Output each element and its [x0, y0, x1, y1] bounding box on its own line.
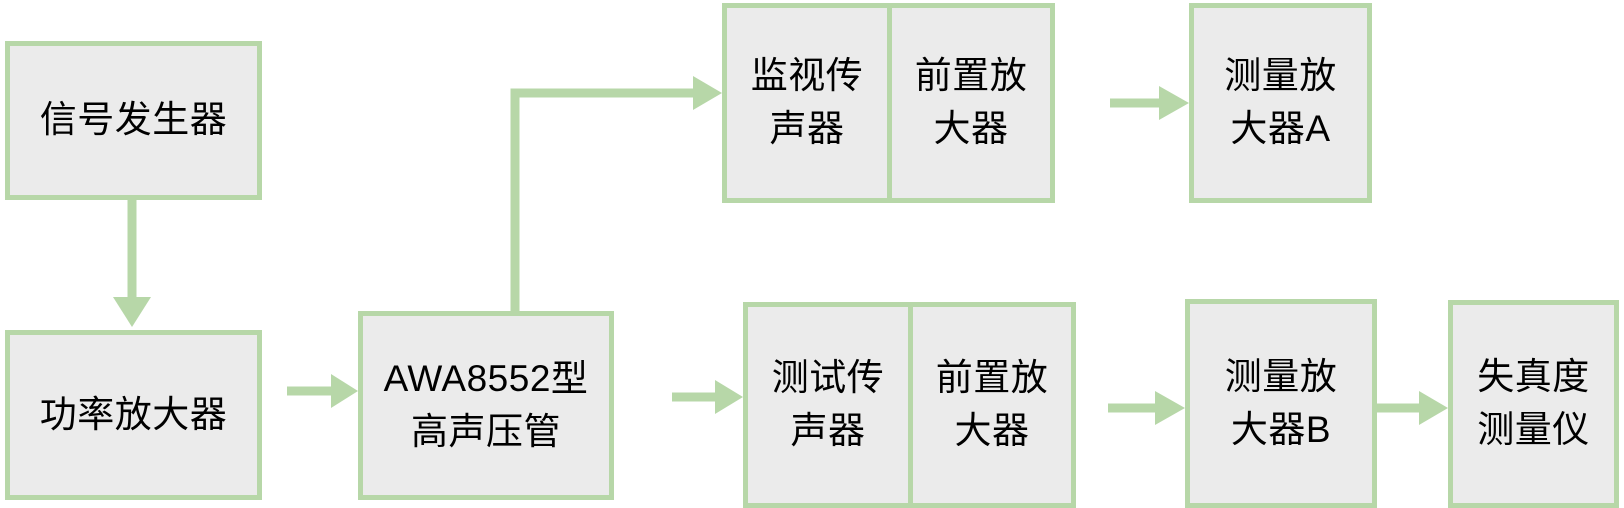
node-test-microphone[interactable]: 测试传 声器	[743, 302, 913, 508]
connector-preamplifier-bottom-to-measuring-amplifier-b	[1108, 391, 1185, 425]
node-monitor-microphone-line-1: 监视传	[750, 55, 864, 97]
node-preamplifier-bottom-line-1: 前置放	[935, 357, 1049, 399]
node-distortion-meter[interactable]: 失真度 测量仪	[1448, 300, 1619, 508]
node-measuring-amplifier-a-line-2: 大器A	[1230, 108, 1331, 149]
node-distortion-meter-line-2: 测量仪	[1477, 409, 1590, 450]
node-measuring-amplifier-b-line-2: 大器B	[1230, 408, 1332, 450]
connector-signal-generator-to-power-amplifier	[113, 200, 151, 327]
node-monitor-microphone-line-2: 声器	[769, 108, 845, 149]
connector-preamplifier-top-to-measuring-amplifier-a	[1110, 86, 1189, 120]
node-measuring-amplifier-a-line-1: 测量放	[1224, 55, 1337, 97]
node-preamplifier-top-line-2: 大器	[933, 108, 1009, 149]
node-distortion-meter-line-1: 失真度	[1477, 356, 1590, 398]
node-preamplifier-bottom-line-2: 大器	[954, 410, 1030, 451]
connector-measuring-amplifier-b-to-distortion-meter	[1377, 391, 1448, 425]
connector-power-amplifier-to-awa8552	[287, 374, 358, 408]
node-preamplifier-bottom[interactable]: 前置放 大器	[908, 302, 1076, 508]
node-preamplifier-top-line-1: 前置放	[914, 55, 1028, 97]
node-power-amplifier-line-1: 功率放大器	[39, 393, 228, 435]
node-preamplifier-top[interactable]: 前置放 大器	[887, 3, 1055, 203]
node-signal-generator[interactable]: 信号发生器	[5, 41, 262, 200]
node-monitor-microphone[interactable]: 监视传 声器	[722, 3, 892, 203]
node-awa8552-tube[interactable]: AWA8552型 高声压管	[358, 311, 614, 500]
node-measuring-amplifier-b[interactable]: 测量放 大器B	[1185, 299, 1377, 508]
node-awa8552-tube-line-2: 高声压管	[411, 410, 561, 452]
node-measuring-amplifier-b-line-1: 测量放	[1224, 355, 1338, 397]
node-test-microphone-line-2: 声器	[790, 410, 866, 451]
connector-awa8552-to-test-microphone	[672, 380, 743, 414]
node-awa8552-tube-line-1: AWA8552型	[383, 357, 589, 399]
connector-awa8552-to-monitor-microphone	[510, 76, 722, 313]
node-power-amplifier[interactable]: 功率放大器	[5, 330, 262, 500]
node-test-microphone-line-1: 测试传	[771, 357, 885, 399]
node-measuring-amplifier-a[interactable]: 测量放 大器A	[1189, 3, 1372, 203]
node-signal-generator-line-1: 信号发生器	[39, 99, 228, 141]
